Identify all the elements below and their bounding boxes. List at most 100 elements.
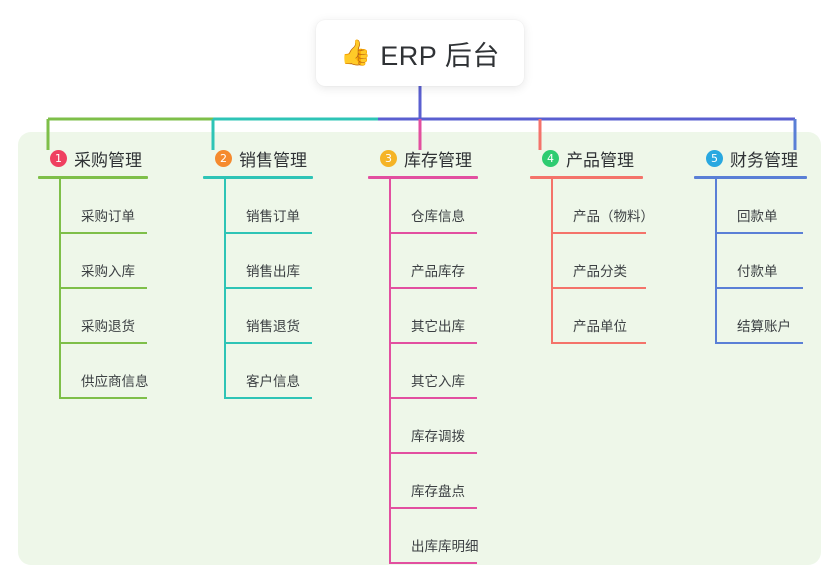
list-item-label: 回款单 [737,209,778,224]
column-badge-4: 4 [542,149,559,167]
list-item[interactable]: 产品库存 [389,234,478,289]
root-node-title: ERP 后台 [380,40,500,71]
column-spine-4 [551,179,553,344]
list-item-label: 结算账户 [737,319,791,334]
column-3: 3 库存管理仓库信息产品库存其它出库其它入库库存调拨库存盘点出库库明细 [368,145,479,564]
list-item[interactable]: 销售出库 [224,234,313,289]
list-item[interactable]: 出库库明细 [389,509,479,564]
column-items-4: 产品（物料） 产品分类产品单位 [530,179,654,344]
list-item[interactable]: 采购订单 [59,179,148,234]
list-item[interactable]: 销售订单 [224,179,313,234]
column-badge-5: 5 [706,149,723,167]
list-item-label: 库存调拨 [411,429,465,444]
list-item-rule [389,562,477,564]
list-item-rule [224,287,312,289]
list-item-rule [551,232,646,234]
list-item[interactable]: 客户信息 [224,344,313,399]
list-item-label: 产品库存 [411,264,465,279]
list-item[interactable]: 供应商信息 [59,344,149,399]
column-badge-1: 1 [50,149,67,167]
list-item[interactable]: 付款单 [715,234,807,289]
list-item-label: 采购退货 [81,319,135,334]
column-1: 1 采购管理采购订单采购入库采购退货供应商信息 [38,145,149,399]
list-item-label: 产品单位 [573,319,627,334]
list-item-rule [389,232,477,234]
column-spine-5 [715,179,717,344]
column-items-2: 销售订单销售出库销售退货客户信息 [203,179,313,399]
list-item-label: 产品分类 [573,264,627,279]
list-item-label: 采购入库 [81,264,135,279]
column-header-2[interactable]: 2 销售管理 [203,145,313,171]
list-item-label: 库存盘点 [411,484,465,499]
root-node-card[interactable]: 👍 ERP 后台 [316,20,524,86]
list-item-label: 采购订单 [81,209,135,224]
column-header-3[interactable]: 3 库存管理 [368,145,478,171]
list-item[interactable]: 库存调拨 [389,399,478,454]
list-item-label: 付款单 [737,264,778,279]
column-header-rule-4 [530,176,643,179]
column-items-3: 仓库信息产品库存其它出库其它入库库存调拨库存盘点出库库明细 [368,179,479,564]
column-title-2: 销售管理 [239,150,307,170]
column-4: 4 产品管理产品（物料） 产品分类产品单位 [530,145,654,344]
column-spine-1 [59,179,61,399]
column-title-4: 产品管理 [566,150,634,170]
column-title-3: 库存管理 [404,150,472,170]
column-header-1[interactable]: 1 采购管理 [38,145,148,171]
column-badge-2: 2 [215,149,232,167]
list-item-label: 销售退货 [246,319,300,334]
column-header-rule-1 [38,176,148,179]
list-item[interactable]: 采购退货 [59,289,148,344]
list-item[interactable]: 其它入库 [389,344,478,399]
list-item[interactable]: 采购入库 [59,234,148,289]
list-item[interactable]: 产品分类 [551,234,646,289]
column-header-rule-2 [203,176,313,179]
column-title-5: 财务管理 [730,150,798,170]
list-item-label: 产品（物料） [573,209,654,224]
list-item-rule [224,232,312,234]
list-item-rule [389,397,477,399]
list-item-rule [224,342,312,344]
list-item[interactable]: 销售退货 [224,289,313,344]
list-item[interactable]: 库存盘点 [389,454,478,509]
list-item[interactable]: 产品单位 [551,289,646,344]
list-item-label: 销售订单 [246,209,300,224]
list-item-label: 销售出库 [246,264,300,279]
list-item[interactable]: 其它出库 [389,289,478,344]
list-item-rule [59,232,147,234]
list-item-rule [224,397,312,399]
list-item-rule [389,452,477,454]
column-header-rule-3 [368,176,478,179]
list-item-rule [715,287,803,289]
list-item-rule [389,507,477,509]
list-item-label: 其它入库 [411,374,465,389]
column-badge-3: 3 [380,149,397,167]
list-item-label: 仓库信息 [411,209,465,224]
list-item-rule [59,397,147,399]
list-item[interactable]: 产品（物料） [551,179,654,234]
list-item-rule [715,342,803,344]
column-spine-3 [389,179,391,564]
list-item-rule [59,342,147,344]
list-item-label: 供应商信息 [81,374,149,389]
list-item[interactable]: 结算账户 [715,289,807,344]
column-5: 5 财务管理回款单付款单结算账户 [694,145,807,344]
list-item-label: 其它出库 [411,319,465,334]
list-item-label: 出库库明细 [411,539,479,554]
column-header-4[interactable]: 4 产品管理 [530,145,643,171]
diagram-panel-background [18,132,821,565]
column-header-rule-5 [694,176,807,179]
column-items-5: 回款单付款单结算账户 [694,179,807,344]
list-item-label: 客户信息 [246,374,300,389]
column-spine-2 [224,179,226,399]
list-item[interactable]: 仓库信息 [389,179,478,234]
column-2: 2 销售管理销售订单销售出库销售退货客户信息 [203,145,313,399]
column-header-5[interactable]: 5 财务管理 [694,145,807,171]
thumbs-up-icon: 👍 [340,38,372,67]
list-item[interactable]: 回款单 [715,179,807,234]
list-item-rule [389,287,477,289]
list-item-rule [59,287,147,289]
list-item-rule [551,287,646,289]
column-title-1: 采购管理 [74,150,142,170]
list-item-rule [715,232,803,234]
